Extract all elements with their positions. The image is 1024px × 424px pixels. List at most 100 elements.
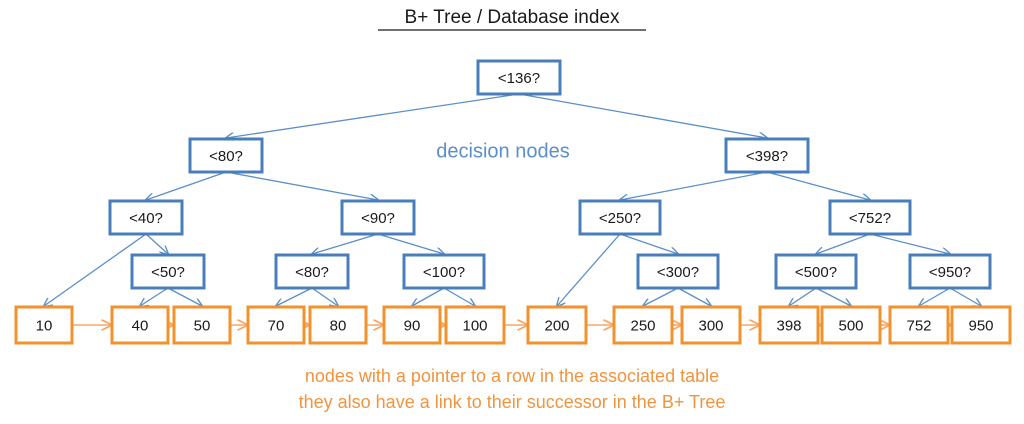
- decision-node-n50[interactable]: <50?: [130, 253, 206, 290]
- decision-node-n100[interactable]: <100?: [402, 253, 486, 290]
- leaf-node-box[interactable]: [110, 305, 170, 345]
- decision-node-n90[interactable]: <90?: [340, 199, 416, 236]
- leaf-node-box[interactable]: [612, 305, 674, 345]
- leaf-node-label: 70: [268, 318, 285, 335]
- decision-node-label: <50?: [151, 264, 185, 281]
- decision-node-label: <752?: [849, 210, 891, 227]
- decision-node-label: <100?: [423, 264, 465, 281]
- decision-node-box[interactable]: [636, 253, 720, 290]
- tree-edge-n500-to-L500: [815, 287, 851, 306]
- page-title: B+ Tree / Database index: [378, 7, 646, 31]
- leaf-node-label: 50: [194, 318, 211, 335]
- decision-node-n40[interactable]: <40?: [108, 199, 184, 236]
- tree-edge-n398-to-n752: [766, 171, 870, 200]
- leaf-node-box[interactable]: [526, 305, 588, 345]
- tree-edge-n100-to-L100: [443, 287, 475, 306]
- tree-edge-n398-to-n250: [620, 171, 768, 200]
- leaf-node-L500[interactable]: 500: [820, 305, 882, 345]
- leaf-node-box[interactable]: [308, 305, 368, 345]
- decision-node-n752[interactable]: <752?: [828, 199, 912, 236]
- leaf-node-box[interactable]: [820, 305, 882, 345]
- tree-edge-n752-to-n950: [869, 233, 950, 254]
- page-title-text: B+ Tree / Database index: [405, 7, 620, 28]
- leaf-node-label: 40: [132, 318, 149, 335]
- leaf-node-box[interactable]: [14, 305, 74, 345]
- leaf-node-layer: 10 40 50 70 80 90 100 200 250 300 398 500 752 950: [14, 305, 1012, 345]
- leaf-node-L950[interactable]: 950: [950, 305, 1012, 345]
- leaf-caption-line-2: they also have a link to their successor…: [299, 392, 726, 412]
- tree-edge-n752-to-n500: [816, 233, 871, 254]
- decision-node-n500[interactable]: <500?: [774, 253, 858, 290]
- leaf-node-box[interactable]: [950, 305, 1012, 345]
- leaf-node-box[interactable]: [246, 305, 306, 345]
- decision-node-label: <90?: [361, 210, 395, 227]
- decision-node-label: <136?: [498, 70, 540, 87]
- leaf-node-label: 100: [462, 318, 487, 335]
- decision-node-n80[interactable]: <80?: [188, 137, 264, 174]
- decision-node-box[interactable]: [402, 253, 486, 290]
- leaf-node-box[interactable]: [444, 305, 506, 345]
- decision-node-label: <40?: [129, 210, 163, 227]
- tree-edge-n80b-to-L70: [276, 287, 313, 306]
- leaf-node-L70[interactable]: 70: [246, 305, 306, 345]
- leaf-node-L80[interactable]: 80: [308, 305, 368, 345]
- leaf-node-label: 250: [630, 318, 655, 335]
- leaf-node-box[interactable]: [382, 305, 442, 345]
- leaf-node-L200[interactable]: 200: [526, 305, 588, 345]
- tree-edge-n950-to-L950: [949, 287, 981, 306]
- decision-node-label: <398?: [746, 148, 788, 165]
- leaf-node-L398[interactable]: 398: [758, 305, 820, 345]
- leaf-caption-line-1: nodes with a pointer to a row in the ass…: [305, 366, 719, 386]
- leaf-node-box[interactable]: [758, 305, 820, 345]
- decision-node-box[interactable]: [578, 199, 662, 236]
- leaf-node-box[interactable]: [888, 305, 950, 345]
- tree-edge-n90-to-n100: [377, 233, 444, 254]
- tree-edge-n50-to-L50: [167, 287, 202, 306]
- leaf-node-L90[interactable]: 90: [382, 305, 442, 345]
- leaf-node-L100[interactable]: 100: [444, 305, 506, 345]
- leaf-node-label: 80: [330, 318, 347, 335]
- tree-edge-n136-to-n398: [518, 93, 767, 138]
- decision-node-box[interactable]: [774, 253, 858, 290]
- decision-node-box[interactable]: [908, 253, 992, 290]
- tree-edge-n50-to-L40: [140, 287, 169, 306]
- decision-node-label: <500?: [795, 264, 837, 281]
- decision-node-n950[interactable]: <950?: [908, 253, 992, 290]
- decision-nodes-annotation: decision nodes: [436, 140, 569, 162]
- tree-edge-n80-to-n40: [146, 171, 227, 200]
- tree-edge-n136-to-n80: [226, 93, 520, 138]
- leaf-node-label: 200: [544, 318, 569, 335]
- leaf-node-label: 500: [838, 318, 863, 335]
- leaf-node-L250[interactable]: 250: [612, 305, 674, 345]
- leaf-node-L10[interactable]: 10: [14, 305, 74, 345]
- decision-node-n398[interactable]: <398?: [724, 137, 810, 174]
- leaf-node-label: 950: [968, 318, 993, 335]
- leaf-node-L752[interactable]: 752: [888, 305, 950, 345]
- leaf-node-box[interactable]: [172, 305, 232, 345]
- leaf-node-L50[interactable]: 50: [172, 305, 232, 345]
- leaf-node-label: 300: [698, 318, 723, 335]
- leaf-node-label: 90: [404, 318, 421, 335]
- decision-node-box[interactable]: [724, 137, 810, 174]
- decision-node-box[interactable]: [274, 253, 350, 290]
- tree-edge-layer: [44, 93, 981, 306]
- leaf-node-L300[interactable]: 300: [680, 305, 742, 345]
- decision-node-n250[interactable]: <250?: [578, 199, 662, 236]
- decision-node-n136[interactable]: <136?: [476, 59, 562, 96]
- decision-node-box[interactable]: [108, 199, 184, 236]
- decision-node-box[interactable]: [188, 137, 264, 174]
- leaf-node-box[interactable]: [680, 305, 742, 345]
- decision-node-box[interactable]: [828, 199, 912, 236]
- decision-node-n300[interactable]: <300?: [636, 253, 720, 290]
- decision-node-box[interactable]: [130, 253, 206, 290]
- decision-node-box[interactable]: [340, 199, 416, 236]
- decision-node-label: <300?: [657, 264, 699, 281]
- decision-node-label: <80?: [295, 264, 329, 281]
- decision-node-n80b[interactable]: <80?: [274, 253, 350, 290]
- tree-edge-n250-to-n300: [619, 233, 678, 254]
- leaf-node-L40[interactable]: 40: [110, 305, 170, 345]
- decision-node-box[interactable]: [476, 59, 562, 96]
- tree-edge-n500-to-L398: [789, 287, 817, 306]
